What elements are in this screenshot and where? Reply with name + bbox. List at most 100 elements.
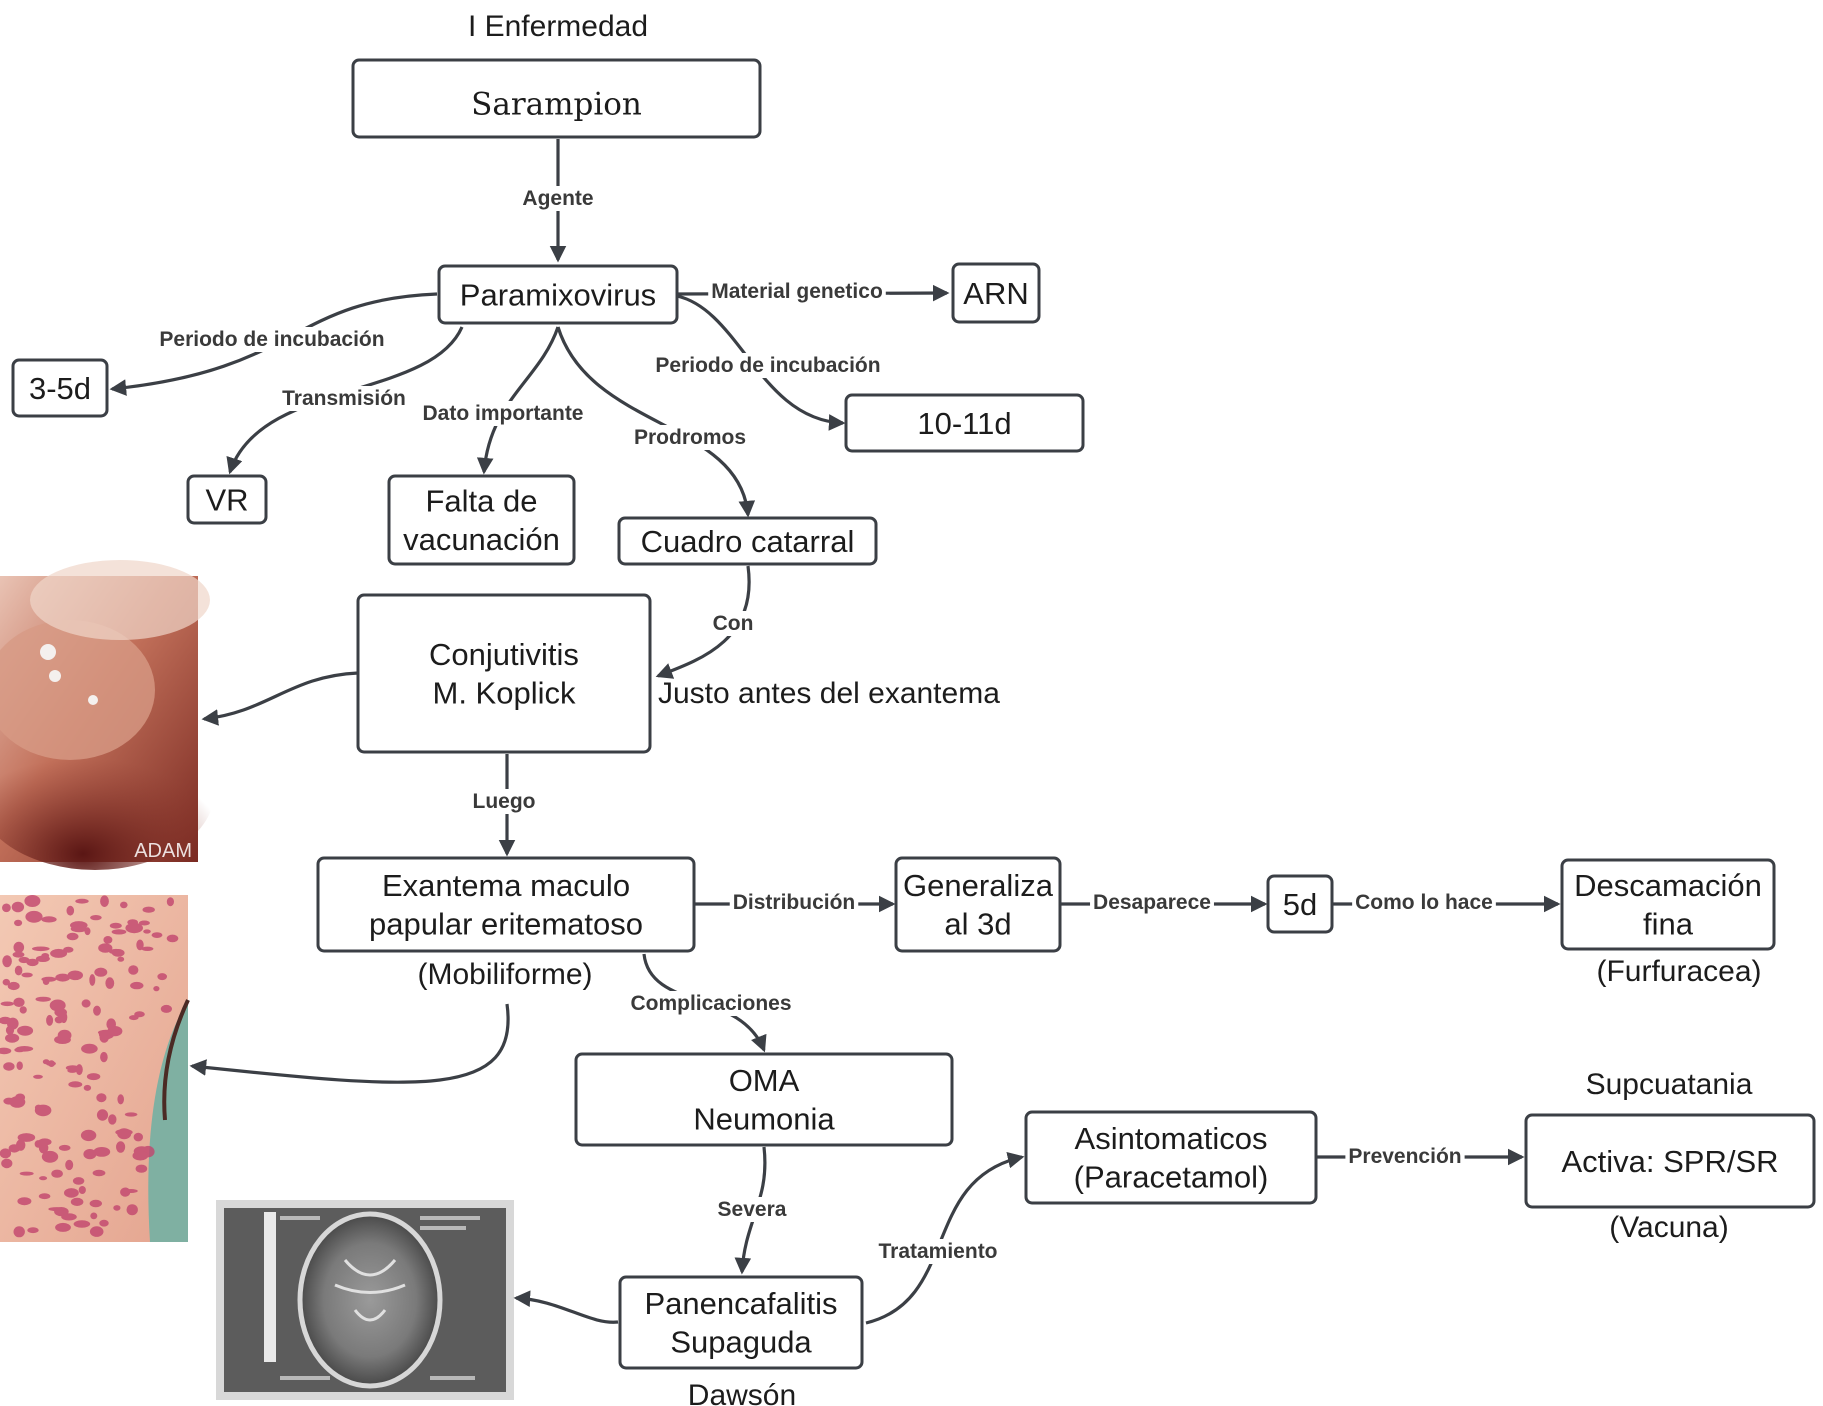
rash-spot (96, 1109, 109, 1121)
rash-spot (130, 981, 144, 990)
edge-label-material: Material genetico (708, 279, 886, 304)
edge-label-background (729, 890, 859, 915)
note-vacuna: (Vacuna) (1609, 1211, 1729, 1244)
edge-label-text: Luego (473, 790, 536, 813)
edge-label-text: Prevención (1348, 1145, 1461, 1168)
rash-spot (143, 929, 151, 934)
node-d5: 5d (1266, 874, 1334, 934)
node-frame (894, 856, 1062, 953)
edge-label-background (652, 353, 884, 378)
rash-spot (100, 1051, 108, 1063)
rash-spot (113, 1205, 121, 1211)
edge-label-background (1090, 890, 1214, 915)
node-text-line: Falta de (425, 483, 537, 518)
rash-spot (3, 1062, 15, 1071)
rash-spot (58, 1144, 71, 1151)
rash-spot (5, 1025, 15, 1035)
edge-label-transmision: Transmisión (279, 386, 409, 411)
rash-spot (128, 965, 139, 975)
rash-spot (109, 922, 122, 929)
node-text-line: 5d (1283, 887, 1317, 922)
node-text-line: fina (1643, 907, 1694, 942)
edge-label-text: Desaparece (1093, 891, 1211, 914)
rash-spot (1, 1158, 13, 1169)
rash-spot (14, 965, 23, 976)
rash-spot (90, 915, 102, 921)
edge-label-tratamiento: Tratamiento (875, 1239, 1001, 1264)
edge-label-text: Material genetico (711, 280, 883, 303)
edge-label-background (708, 279, 886, 304)
rash-spot (66, 932, 79, 941)
rash-spot (116, 1141, 126, 1153)
rash-spot (2, 978, 10, 986)
rash-spot (89, 1199, 103, 1208)
rash-spot (124, 1112, 138, 1117)
koplik-spots-photo: ADAM (0, 560, 215, 870)
node-text-line: Sarampion (471, 87, 642, 123)
node-frame (1560, 858, 1776, 951)
node-frame (11, 358, 109, 418)
brain-mri-photo (216, 1200, 514, 1400)
rash-spot (11, 901, 25, 913)
rash-spot (111, 929, 127, 935)
rash-spot (9, 1096, 26, 1108)
rash-spot (120, 901, 128, 909)
rash-spot (51, 1169, 63, 1178)
edge-label-luego: Luego (469, 789, 539, 814)
node-text-line: Paramixovirus (460, 277, 656, 312)
node-frame (844, 393, 1085, 453)
node-vr: VR (186, 474, 268, 525)
node-text-line: Conjutivitis (429, 637, 579, 672)
rash-spot (14, 919, 23, 927)
node-conj: Conjutivitis M. Koplick (356, 593, 652, 754)
node-arn: ARN (951, 262, 1041, 324)
rash-spot (70, 925, 88, 933)
rash-spot (92, 1169, 106, 1177)
rash-spot (26, 958, 39, 967)
edge-dato (476, 326, 560, 475)
edge-label-desaparece: Desaparece (1090, 890, 1214, 915)
rash-spot (34, 1104, 43, 1112)
node-paramixovirus: Paramixovirus (437, 264, 679, 325)
node-text-line: Neumonia (693, 1102, 835, 1137)
rash-spot (65, 1065, 80, 1071)
rash-spot (63, 946, 74, 953)
node-asint: Asintomaticos(Paracetamol) (1024, 1110, 1318, 1205)
rash-spot (68, 1081, 83, 1088)
rash-spot (5, 1033, 20, 1043)
rash-spot (25, 910, 43, 923)
rash-spot (108, 1114, 117, 1125)
rash-spot (166, 934, 179, 943)
rash-spot (142, 906, 155, 913)
rash-spot (106, 1018, 116, 1030)
rash-spot (17, 1197, 32, 1206)
node-frame (618, 1275, 864, 1370)
rash-spot (84, 927, 91, 936)
edge-label-text: Distribución (733, 891, 856, 914)
edge-label-agente: Agente (519, 186, 597, 211)
rash-spot (132, 1150, 149, 1161)
note-dawson: Dawsón (688, 1379, 796, 1406)
rash-spot (2, 903, 11, 913)
adam-watermark: ADAM (134, 840, 192, 862)
edge-label-background (279, 386, 409, 411)
edge-label-prodromos: Prodromos (630, 425, 750, 450)
rash-spot (13, 997, 25, 1007)
rash-spot (75, 898, 89, 904)
edge-label-background (627, 991, 795, 1016)
rash-spot (126, 1204, 138, 1216)
node-text-line: M. Koplick (433, 676, 576, 711)
rash-spot (99, 1219, 109, 1227)
rash-spot (57, 1029, 72, 1041)
rash-spot (86, 1073, 101, 1081)
node-frame (387, 474, 576, 566)
node-frame (437, 264, 679, 325)
edge-label-prevencion: Prevención (1345, 1144, 1465, 1169)
rash-spot (32, 946, 50, 952)
